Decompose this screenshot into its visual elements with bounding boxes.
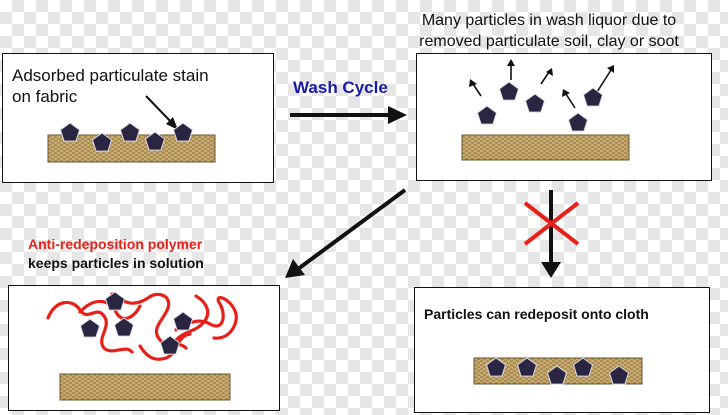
fabric-strip-icon [461,134,630,161]
pentagon-particle-icon [608,365,630,385]
pentagon-particle-icon [104,291,126,311]
pentagon-particle-icon [79,318,101,338]
wash-cycle-arrowhead [388,106,407,124]
polymer-caption-line1: Anti-redeposition polymer [28,236,203,252]
pentagon-particle-icon [172,122,194,142]
redeposit-label: Particles can redeposit onto cloth [424,306,649,322]
adsorbed-stain-label: Adsorbed particulate stain on fabric [12,65,227,107]
pentagon-particle-icon [572,357,594,377]
wash-cycle-label: Wash Cycle [293,78,388,97]
pentagon-particle-icon [582,87,604,107]
particle-motion-arrows [472,64,612,109]
red-cross-icon [523,201,580,246]
pentagon-particle-icon [119,122,141,142]
pentagon-particle-icon [159,335,181,355]
particles-layer [59,81,630,385]
wash-liquor-caption-line1: Many particles in wash liquor due to [421,12,677,29]
pentagon-particle-icon [113,317,135,337]
particle-motion-arrowheads [469,59,614,97]
wash-liquor-caption: Many particles in wash liquor due to rem… [380,10,718,52]
pentagon-particle-icon [516,357,538,377]
pentagon-particle-icon [91,132,113,152]
pointer-arrowhead [166,117,178,130]
pentagon-particle-icon [524,93,546,113]
pentagon-particle-icon [485,357,507,377]
pentagon-particle-icon [546,365,568,385]
polymer-caption-line2: keeps particles in solution [28,255,204,271]
pentagon-particle-icon [476,105,498,125]
pentagon-particle-icon [498,81,520,101]
polymer-path-arrowhead [285,259,305,278]
pentagon-particle-icon [59,122,81,142]
panel-anti-redeposition [8,285,280,411]
pentagon-particle-icon [144,131,166,151]
redeposit-path-arrowhead [541,262,561,278]
pentagon-particle-icon [567,112,589,132]
pointer-arrow [145,95,175,126]
adsorbed-stain-text: Adsorbed particulate stain on fabric [12,66,209,106]
polymer-strands [46,292,238,361]
pentagon-particle-icon [172,311,194,331]
polymer-caption: Anti-redeposition polymer keeps particle… [28,235,204,273]
panel-redeposit [414,287,710,413]
wash-liquor-caption-line2: removed particulate soil, clay or soot [419,33,679,50]
fabric-strip-icon [59,373,231,401]
polymer-path-arrow [296,188,407,271]
